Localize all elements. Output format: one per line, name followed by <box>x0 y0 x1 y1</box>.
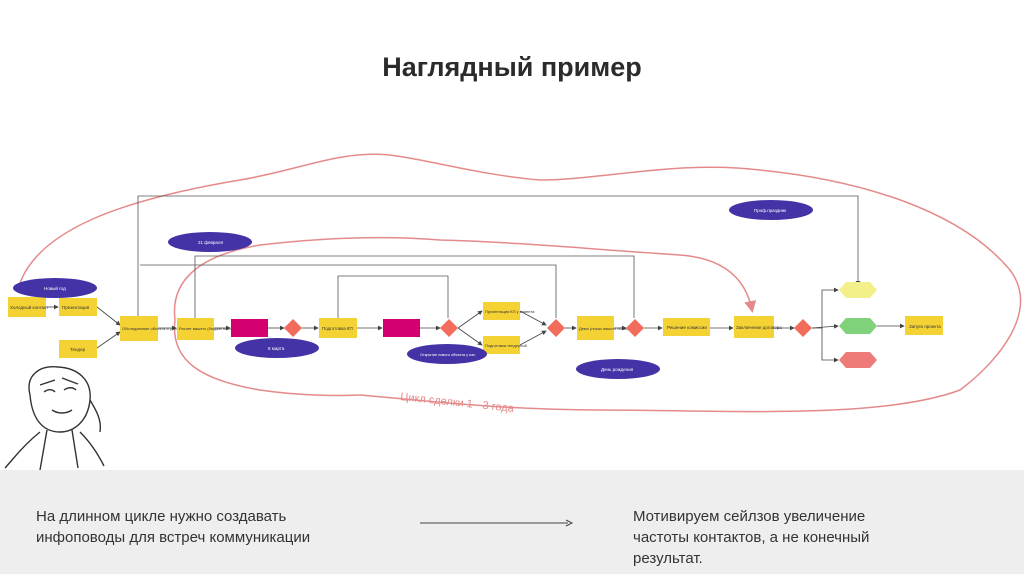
diamond-5 <box>794 319 812 337</box>
event-birthday <box>576 359 660 379</box>
box-kp-presentation <box>483 302 520 320</box>
box-tender <box>59 340 97 358</box>
hex-yellow <box>839 282 877 298</box>
box-committee <box>663 318 710 336</box>
hex-red <box>839 352 877 368</box>
svg-text:Проф.праздник: Проф.праздник <box>754 208 786 213</box>
diamond-4 <box>626 319 644 337</box>
svg-text:Открытие нового объекта у нас: Открытие нового объекта у нас <box>420 353 475 357</box>
box-magenta-1 <box>231 319 268 337</box>
svg-text:Расчет вашего (бюджетного) про: Расчет вашего (бюджетного) проекта <box>179 326 249 331</box>
bottom-panel: На длинном цикле нужно создавать инфопов… <box>0 470 1024 574</box>
box-magenta-2 <box>383 319 420 337</box>
box-kp <box>319 318 357 338</box>
cycle-label: Цикл сделки 1 - 3 года <box>400 391 516 415</box>
event-opening <box>407 344 487 364</box>
box-presentation <box>59 298 97 316</box>
event-new-year <box>13 278 97 298</box>
box-calc <box>177 318 214 340</box>
left-caption: На длинном цикле нужно создавать инфопов… <box>36 508 311 546</box>
svg-text:Подготовка КП: Подготовка КП <box>322 326 353 331</box>
svg-text:Обследование объекта и уточнен: Обследование объекта и уточнение ТЗ <box>122 326 195 331</box>
box-survey <box>120 316 158 341</box>
svg-text:Презентация: Презентация <box>62 305 90 310</box>
svg-text:Запуск проекта: Запуск проекта <box>909 324 941 329</box>
box-demo <box>577 316 614 340</box>
event-feb21 <box>168 232 252 252</box>
svg-text:Тендер: Тендер <box>70 347 86 352</box>
svg-text:День рождения: День рождения <box>601 367 634 372</box>
inner-loop <box>173 236 757 321</box>
process-boxes: Холодный контакт Презентация Тендер Обсл… <box>8 297 943 358</box>
svg-text:Подготовка тендерной: Подготовка тендерной <box>485 343 527 348</box>
box-contract <box>734 316 774 338</box>
right-arrow-icon <box>420 519 574 527</box>
svg-text:8 марта: 8 марта <box>268 346 285 351</box>
box-cold-contact <box>8 297 46 317</box>
svg-text:Демо (показ нашего объекта): Демо (показ нашего объекта) <box>579 326 634 331</box>
right-caption: Мотивируем сейлзов увеличение частоты ко… <box>633 508 870 567</box>
outer-loop <box>19 153 1022 413</box>
svg-text:Новый год: Новый год <box>44 285 66 291</box>
diamond-2 <box>440 319 458 337</box>
box-tender-prep <box>483 336 520 354</box>
diamond-3 <box>547 319 565 337</box>
event-ovals: Новый год 21 февраля 8 марта Открытие но… <box>13 200 813 379</box>
box-launch <box>905 316 943 335</box>
svg-text:Заключение договора: Заключение договора <box>736 325 782 330</box>
event-march8 <box>235 338 319 358</box>
svg-text:21 февраля: 21 февраля <box>198 240 223 245</box>
decision-diamonds <box>284 319 812 337</box>
flow-arrows <box>46 287 905 363</box>
slide-title: Наглядный пример <box>382 52 642 82</box>
event-prof-holiday <box>729 200 813 220</box>
svg-text:Презентация КП у клиента: Презентация КП у клиента <box>485 309 535 314</box>
thinking-face-illustration <box>4 366 105 471</box>
diamond-1 <box>284 319 302 337</box>
inner-loop-bottom <box>173 319 361 397</box>
feedback-lines <box>137 195 861 318</box>
hex-green <box>839 318 877 334</box>
svg-text:Холодный контакт: Холодный контакт <box>10 304 48 310</box>
svg-text:Решение комиссии: Решение комиссии <box>667 325 707 330</box>
